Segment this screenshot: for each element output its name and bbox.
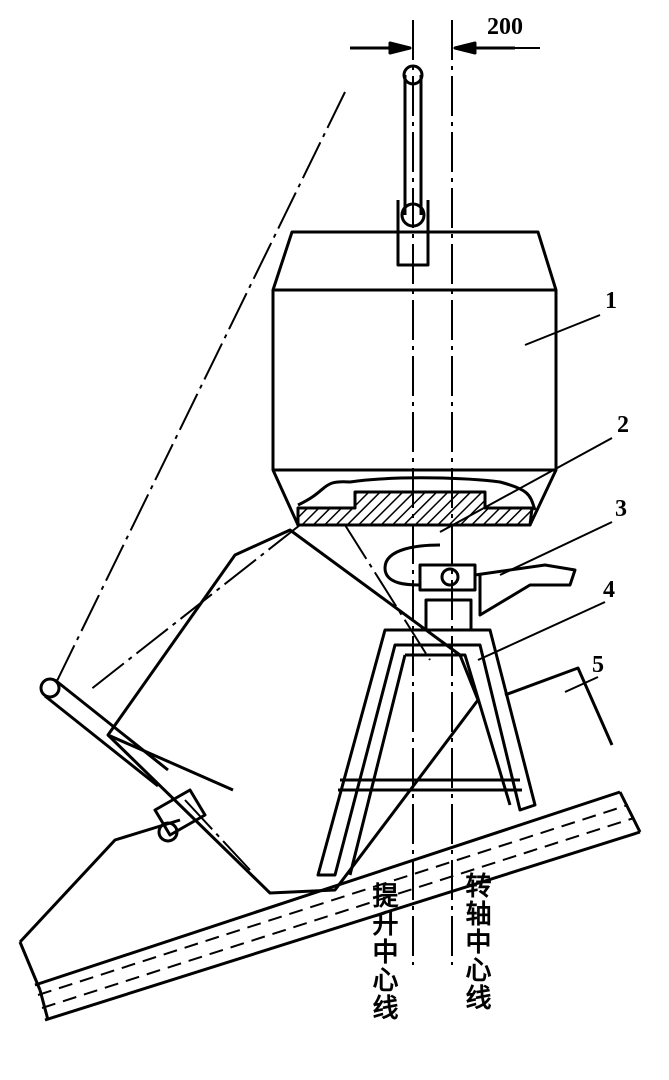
part-label-1: 1 (605, 288, 617, 314)
part-label-2: 2 (617, 412, 629, 438)
dimension-200 (350, 41, 540, 55)
part-label-5: 5 (592, 652, 604, 678)
pivot-joint (383, 543, 577, 632)
chute (18, 790, 642, 1022)
handle (39, 677, 207, 843)
bucket-tilted (106, 528, 480, 895)
part-label-4: 4 (603, 577, 615, 603)
bucket-upright (271, 230, 558, 527)
part-label-3: 3 (615, 496, 627, 522)
stand (316, 628, 537, 877)
rotation-centerline-label: 转轴中心线 (461, 872, 491, 1012)
hopper (504, 666, 614, 746)
dimension-label: 200 (487, 14, 523, 40)
lift-centerline-label: 提升中心线 (368, 882, 398, 1022)
